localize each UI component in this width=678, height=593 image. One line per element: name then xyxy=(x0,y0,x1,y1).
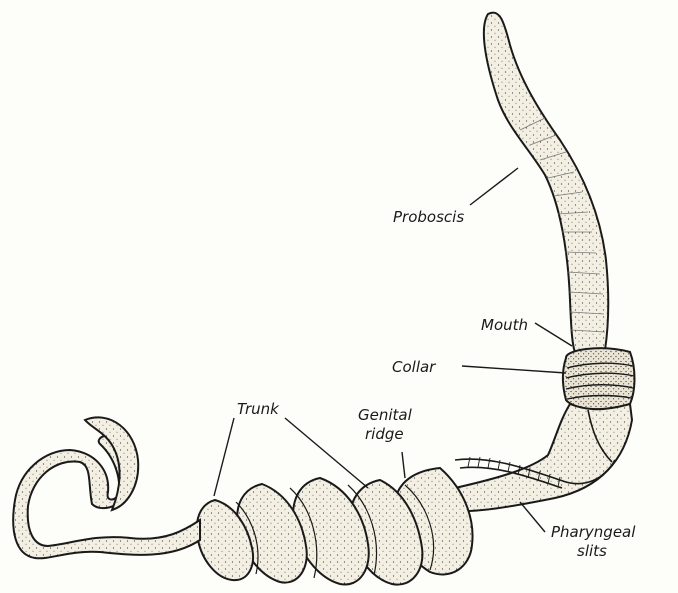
pharyngeal-region xyxy=(436,404,632,511)
leader-trunk xyxy=(214,418,234,496)
label-pharyngeal-slits-line2: slits xyxy=(577,542,607,560)
label-pharyngeal-slits-line1: Pharyngeal xyxy=(551,523,636,541)
label-trunk: Trunk xyxy=(237,400,280,418)
label-genital-ridge-line1: Genital xyxy=(358,406,413,424)
label-proboscis: Proboscis xyxy=(393,208,464,226)
leader-collar xyxy=(462,366,566,373)
genital-ridge-coils xyxy=(197,468,473,585)
leader-genital xyxy=(402,452,405,478)
leader-pharyngeal xyxy=(520,502,545,532)
label-mouth: Mouth xyxy=(481,316,528,334)
leader-proboscis xyxy=(470,168,518,205)
trunk-tail xyxy=(13,435,200,558)
proboscis-body xyxy=(484,13,608,352)
label-collar: Collar xyxy=(392,358,436,376)
label-genital-ridge-line2: ridge xyxy=(365,425,404,443)
leader-trunk-2 xyxy=(285,418,368,488)
collar-body xyxy=(563,348,635,409)
leader-mouth xyxy=(535,323,572,346)
